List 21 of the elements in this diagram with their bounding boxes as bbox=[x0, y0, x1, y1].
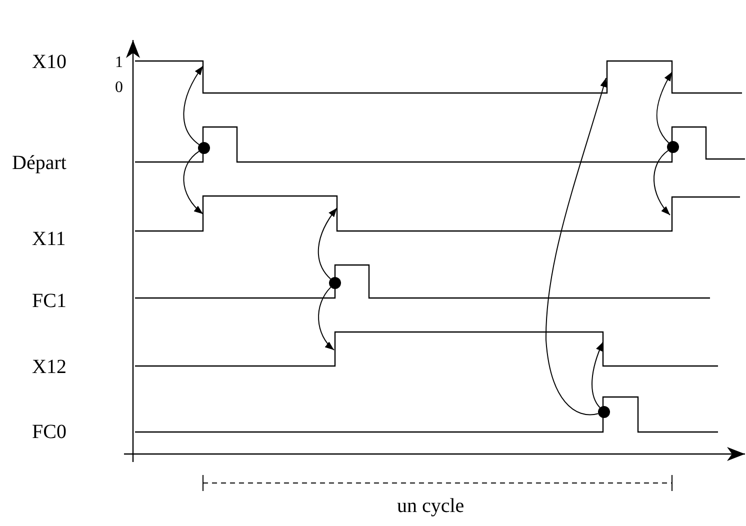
causal-arrow bbox=[183, 150, 204, 214]
signal-name: X11 bbox=[32, 229, 66, 249]
signal-name: FC1 bbox=[32, 291, 66, 311]
causal-arrow bbox=[654, 150, 670, 216]
level-label: 1 bbox=[115, 55, 123, 71]
causal-arrow bbox=[656, 72, 672, 144]
signal-name: Départ bbox=[12, 153, 66, 173]
dimension-label: un cycle bbox=[397, 496, 464, 516]
event-dot bbox=[198, 142, 210, 154]
signal-name: X10 bbox=[32, 52, 66, 72]
causal-arrow bbox=[183, 66, 204, 146]
level-label: 0 bbox=[115, 80, 123, 96]
causal-arrow bbox=[546, 78, 607, 416]
causal-arrow bbox=[318, 208, 338, 280]
signal-name: FC0 bbox=[32, 422, 66, 442]
signal-name: X12 bbox=[32, 357, 66, 377]
event-dot bbox=[329, 277, 341, 289]
event-dot bbox=[598, 406, 610, 418]
event-dot bbox=[667, 141, 679, 153]
causal-arrow bbox=[592, 342, 604, 408]
causal-arrow bbox=[318, 286, 334, 350]
